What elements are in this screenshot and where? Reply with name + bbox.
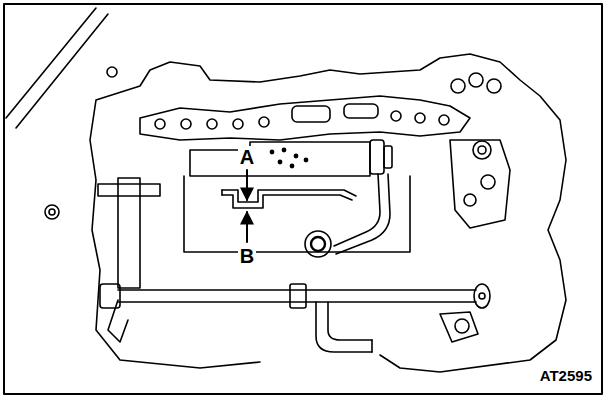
gasket xyxy=(140,96,470,140)
figure-frame xyxy=(4,4,602,394)
manual-valve-rod xyxy=(100,284,490,308)
plate-notch xyxy=(184,176,410,252)
case-hole xyxy=(107,67,117,77)
valve-body xyxy=(190,140,392,176)
case-outline xyxy=(90,54,566,372)
callout-arrow xyxy=(246,170,248,200)
case-edge xyxy=(6,8,108,128)
callout-letter: B xyxy=(238,245,256,267)
strainer-pipe xyxy=(316,302,478,352)
bolt xyxy=(305,231,331,257)
manual-shaft xyxy=(45,178,160,342)
callout-letter: A xyxy=(238,146,256,168)
figure-code: AT2595 xyxy=(538,367,594,384)
callout-arrow xyxy=(246,212,248,242)
oil-passage xyxy=(450,73,510,228)
oil-pipe xyxy=(334,174,390,254)
